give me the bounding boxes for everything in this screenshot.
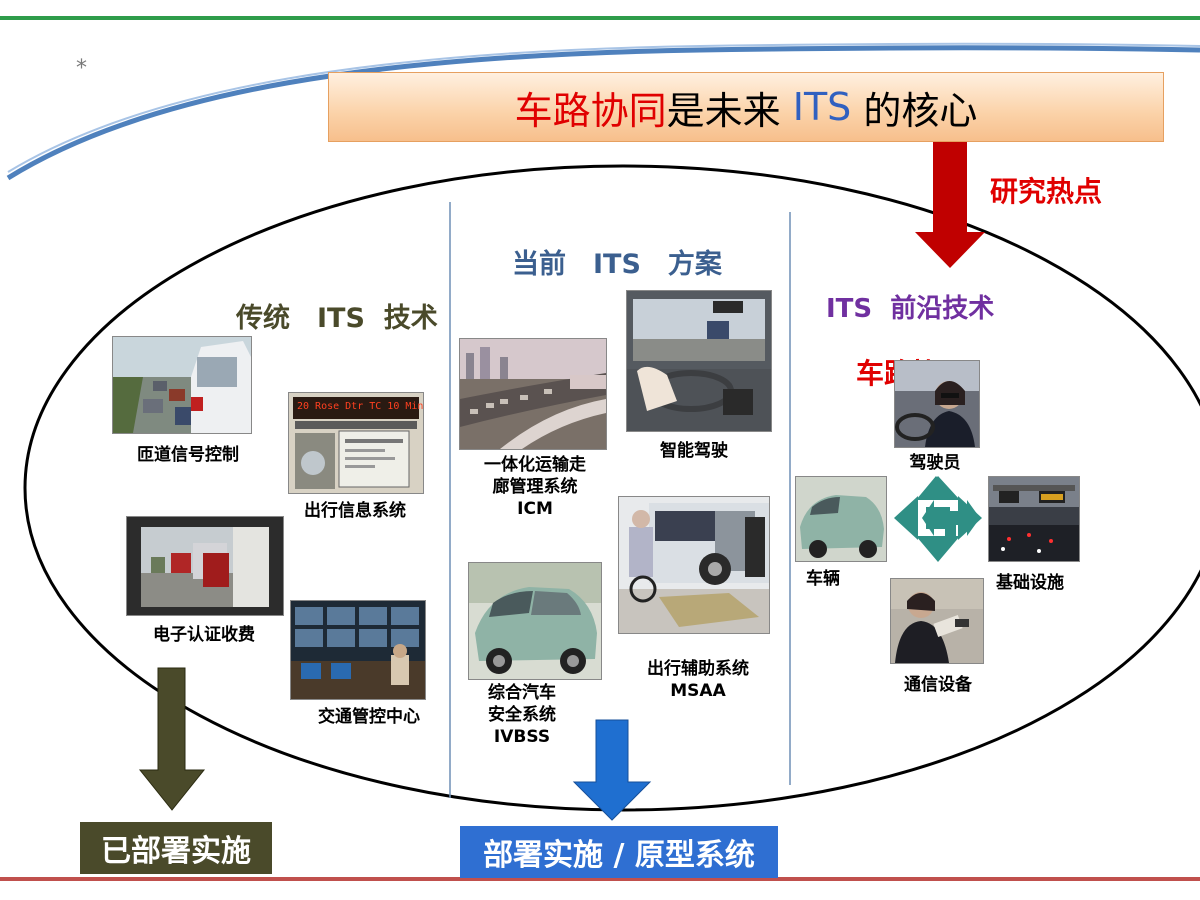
caption-icm-line-1: 一体化运输走 — [484, 455, 586, 475]
caption-ivbss: 综合汽车 安全系统 IVBSS — [460, 682, 584, 748]
caption-ivbss-line-1: 综合汽车 — [488, 683, 556, 703]
section-traditional-heading: 传统 ITS 技术 — [236, 303, 438, 334]
vehicle-photo — [795, 476, 887, 562]
driver-photo — [894, 360, 980, 448]
title-banner: 车路协同是未来 ITS 的核心 — [328, 72, 1164, 142]
prototype-label: 部署实施 / 原型系统 — [460, 826, 778, 878]
traveler-info-photo: 20 Rose Dtr TC 10 Min — [288, 392, 424, 494]
title-blue-part: ITS — [792, 85, 852, 129]
ivbss-photo — [468, 562, 602, 680]
olive-down-arrow — [138, 667, 206, 811]
research-hotspot-label: 研究热点 — [990, 175, 1103, 208]
led-sign-text: 20 Rose Dtr TC 10 Min — [297, 401, 424, 412]
caption-ramp-signal: 匝道信号控制 — [137, 445, 239, 465]
caption-msaa-line-2: MSAA — [670, 681, 726, 702]
caption-icm-line-3: ICM — [517, 499, 553, 520]
teal-cross-arrow-icon — [894, 476, 982, 562]
section-current-heading: 当前 ITS 方案 — [512, 249, 722, 280]
caption-driver: 驾驶员 — [909, 453, 961, 473]
top-blue-curve-highlight — [7, 42, 1200, 173]
infrastructure-photo — [988, 476, 1080, 562]
caption-msaa-line-1: 出行辅助系统 — [647, 659, 749, 679]
msaa-photo — [618, 496, 770, 634]
ramp-signal-photo — [112, 336, 252, 434]
caption-comm-device: 通信设备 — [904, 675, 972, 695]
icm-photo — [459, 338, 607, 450]
section-frontier-heading: ITS 前沿技术 — [826, 294, 995, 324]
main-ellipse — [23, 164, 1200, 812]
caption-smart-driving: 智能驾驶 — [660, 441, 728, 461]
caption-ivbss-line-3: IVBSS — [493, 727, 551, 748]
smart-driving-photo — [626, 290, 772, 432]
caption-msaa: 出行辅助系统 MSAA — [628, 658, 768, 702]
deployed-label: 已部署实施 — [80, 822, 272, 874]
caption-etc: 电子认证收费 — [153, 625, 255, 645]
top-blue-curve — [6, 45, 1200, 181]
caption-traveler-info: 出行信息系统 — [304, 501, 406, 521]
red-down-arrow — [915, 140, 985, 268]
caption-tmc: 交通管控中心 — [318, 707, 420, 727]
comm-device-photo — [890, 578, 984, 664]
corner-mark: * — [76, 56, 87, 81]
title-red-part: 车路协同 — [514, 88, 667, 133]
caption-ivbss-line-2: 安全系统 — [488, 705, 556, 726]
title-black-part-1: 是未来 — [666, 88, 793, 133]
etc-photo — [126, 516, 284, 616]
tmc-photo — [290, 600, 426, 700]
blue-down-arrow — [572, 719, 652, 821]
caption-icm-line-2: 廊管理系统 — [492, 477, 578, 498]
caption-vehicle: 车辆 — [806, 569, 840, 589]
title-black-part-2: 的核心 — [851, 88, 978, 133]
caption-icm: 一体化运输走 廊管理系统 ICM — [462, 454, 608, 520]
caption-infrastructure: 基础设施 — [996, 573, 1064, 593]
